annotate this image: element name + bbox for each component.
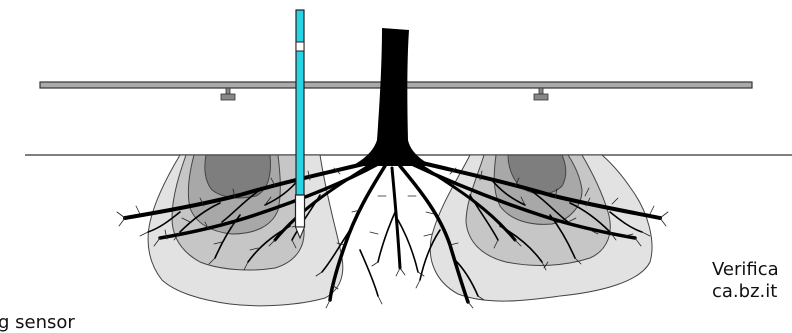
sensor-tube xyxy=(296,10,304,195)
sensor-probe xyxy=(296,195,305,227)
wet-zone-left-core xyxy=(205,155,271,198)
irrigation-diagram xyxy=(0,0,792,325)
tree-trunk-icon xyxy=(352,28,432,166)
sensor-label-band xyxy=(296,42,304,51)
caption-right-line-1: Verifica xyxy=(712,260,779,280)
caption-right-line-2: ca.bz.it xyxy=(712,282,777,302)
drip-emitter-icon xyxy=(534,88,548,100)
caption-bottom-left: g sensor xyxy=(0,313,75,333)
wet-zone-right xyxy=(430,155,652,301)
drip-emitter-icon xyxy=(221,88,235,100)
soil-moisture-sensor-icon xyxy=(296,10,305,238)
